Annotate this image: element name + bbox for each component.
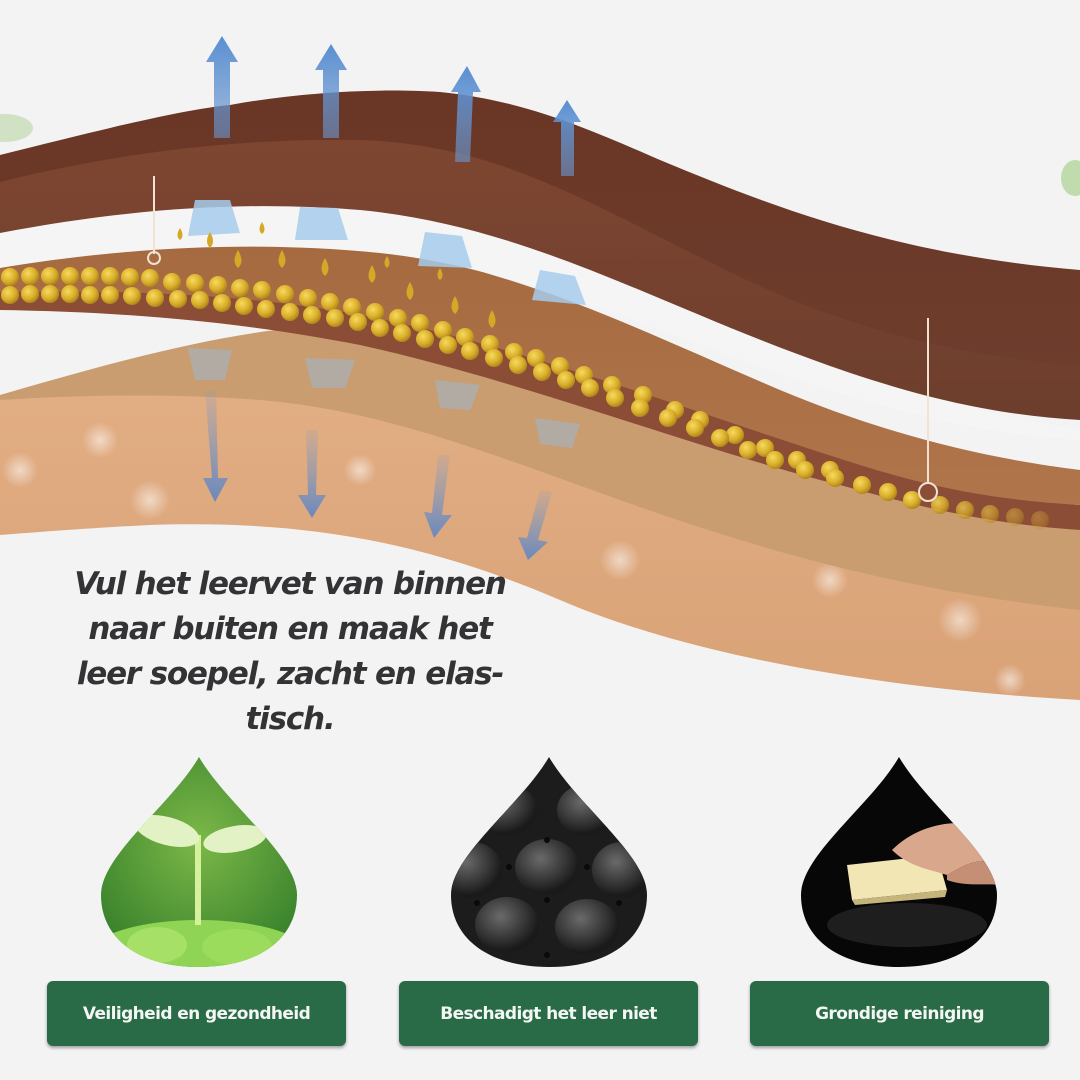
oil-droplets (177, 222, 496, 328)
feature-badge-no-damage: Beschadigt het leer niet (399, 981, 698, 1046)
feature-label: Grondige reiniging (815, 1003, 984, 1024)
leather-layers-illustration (0, 36, 1080, 700)
middle-tan-layer (0, 324, 1080, 610)
feature-label: Beschadigt het leer niet (440, 1003, 657, 1024)
arrow-down-icon (518, 490, 552, 560)
sponge-cleaning-drop-icon (797, 755, 1002, 970)
leather-drop-icon (447, 755, 652, 970)
feature-badge-thorough-cleaning: Grondige reiniging (750, 981, 1049, 1046)
arrow-up-icon (206, 36, 238, 138)
seedling-drop-icon (97, 755, 302, 970)
headline-line-2: naar buiten en maak het (88, 611, 493, 647)
pointer-line-left (147, 176, 161, 265)
bottom-skin-layer (0, 379, 1080, 700)
leaf-decoration-left (0, 114, 33, 142)
headline-line-4: tisch. (245, 701, 336, 737)
vapor-shapes-lower (188, 348, 580, 448)
leaf-decoration-right (1061, 160, 1080, 196)
vapor-shapes (188, 200, 586, 305)
arrow-down-icon (203, 390, 228, 502)
arrows-up (206, 36, 581, 176)
fat-layer (0, 240, 1080, 506)
headline-line-3: leer soepel, zacht en elas- (76, 656, 505, 692)
arrow-up-icon (553, 100, 581, 176)
oil-beads (1, 267, 1049, 529)
top-leather-layer (0, 90, 1080, 366)
headline: Vul het leervet van binnen naar buiten e… (30, 562, 550, 742)
arrow-up-icon (451, 66, 481, 162)
feature-badge-safety: Veiligheid en gezondheid (47, 981, 346, 1046)
headline-line-1: Vul het leervet van binnen (74, 566, 507, 602)
arrow-down-icon (298, 430, 326, 518)
second-leather-layer (0, 135, 1080, 420)
arrow-down-icon (424, 455, 452, 538)
pointer-line-right (918, 318, 938, 502)
arrow-up-icon (315, 44, 347, 138)
arrows-down (203, 390, 552, 560)
feature-label: Veiligheid en gezondheid (82, 1003, 311, 1024)
